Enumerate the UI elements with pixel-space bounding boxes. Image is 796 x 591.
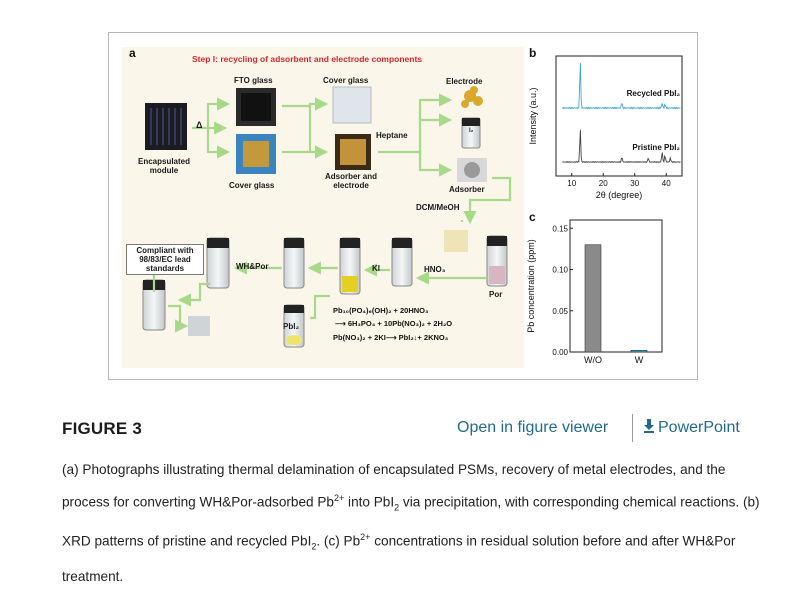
bar-category-label: W: [635, 355, 644, 365]
caption-text: . (c) Pb: [316, 533, 361, 549]
por-label: Por: [489, 290, 503, 299]
caption-text: via precipitation, with corresponding ch…: [62, 494, 760, 549]
step-title: Step I: recycling of adsorbent and elect…: [192, 54, 423, 64]
panel-a-illustration: [142, 86, 512, 348]
download-icon: [644, 419, 654, 433]
xrd-legend-recycled: Recycled PbI₂: [627, 89, 681, 98]
bar-y-axis-label: Pb concentration (ppm): [526, 239, 536, 333]
xrd-legend-pristine: Pristine PbI₂: [632, 143, 680, 152]
xrd-x-axis-label: 2θ (degree): [596, 190, 643, 200]
bar-axes-frame: [569, 219, 663, 353]
encapsulated-module-label: Encapsulated module: [137, 157, 190, 175]
xrd-axes-frame: [555, 55, 683, 177]
open-figure-viewer-link[interactable]: Open in figure viewer: [457, 419, 609, 436]
equation-line-1: Pb₁₀(PO₄)₆(OH)₂ + 20HNO₃: [333, 306, 429, 315]
caption-text: (a) Photographs illustrating thermal del…: [62, 462, 726, 510]
ki-label: KI: [372, 264, 380, 273]
equation-line-2: ⟶ 6H₃PO₄ + 10Pb(NO₃)₂ + 2H₂O: [335, 319, 453, 328]
adsorber-flakes-photo: [444, 230, 468, 252]
heat-label: Δ: [196, 120, 203, 130]
bar-y-tick-label: 0.10: [552, 266, 568, 275]
caption-sup: 2+: [334, 493, 345, 504]
figure-caption: (a) Photographs illustrating thermal del…: [62, 455, 762, 591]
adsorber-electrode-label: Adsorber and electrode: [324, 172, 377, 190]
cover-glass-clean-photo: [332, 86, 372, 124]
equation-line-3: Pb(NO₃)₂ + 2KI⟶ PbI₂↓+ 2KNO₃: [333, 333, 449, 342]
dcm-meoh-label: DCM/MeOH: [416, 203, 460, 212]
xrd-x-tick-label: 20: [599, 179, 608, 188]
electrode-flakes-photo: [461, 86, 483, 108]
xrd-series-line: [561, 62, 681, 110]
caption-text: into PbI: [344, 494, 395, 510]
concentration-bar-chart: 0.00 0.05 0.10 0.15 Pb concentration (ppm) W/…: [526, 219, 663, 365]
hno3-label: HNO₃: [424, 265, 446, 274]
bar-1: [630, 350, 648, 353]
module-photo: [145, 103, 187, 150]
fto-glass-label: FTO glass: [234, 76, 273, 85]
cover-glass-bottom-label: Cover glass: [229, 181, 275, 190]
xrd-series-line: [562, 129, 681, 164]
residue-photo: [188, 316, 210, 336]
xrd-plot: 10 20 30 40 2θ (degree) Intensity (a.u.) Recyc…: [528, 55, 683, 200]
panel-b-label: b: [529, 46, 537, 60]
whpor-label: WH&Por: [236, 262, 269, 271]
bar-y-tick-label: 0.00: [552, 348, 568, 357]
xrd-x-tick-label: 40: [662, 179, 671, 188]
pbi2-label: PbI₂: [283, 322, 299, 331]
xrd-y-axis-label: Intensity (a.u.): [528, 87, 538, 144]
caption-sub: 2: [394, 502, 400, 513]
compliant-standards-label: Compliant with 98/83/EC lead standards: [126, 244, 204, 275]
electrode-label: Electrode: [446, 77, 483, 86]
panel-a-label: a: [129, 46, 136, 60]
caption-sup: 2+: [360, 532, 371, 543]
cover-glass-top-label: Cover glass: [323, 76, 369, 85]
figure-heading: FIGURE 3: [62, 419, 143, 438]
adsorber-label: Adsorber: [449, 185, 485, 194]
link-separator: [632, 414, 633, 442]
bar-category-label: W/O: [584, 355, 602, 365]
bar-y-tick-label: 0.15: [552, 224, 568, 233]
bar-0: [584, 244, 602, 353]
xrd-x-tick-label: 30: [630, 179, 639, 188]
bar-y-tick-label: 0.05: [552, 307, 568, 316]
panel-c-label: c: [529, 210, 536, 224]
powerpoint-label: PowerPoint: [658, 419, 740, 436]
powerpoint-link[interactable]: PowerPoint: [643, 419, 740, 437]
heptane-label: Heptane: [376, 131, 408, 140]
i2-label: I₂: [469, 128, 474, 134]
xrd-x-tick-label: 10: [567, 179, 576, 188]
caption-sub: 2: [311, 541, 317, 552]
